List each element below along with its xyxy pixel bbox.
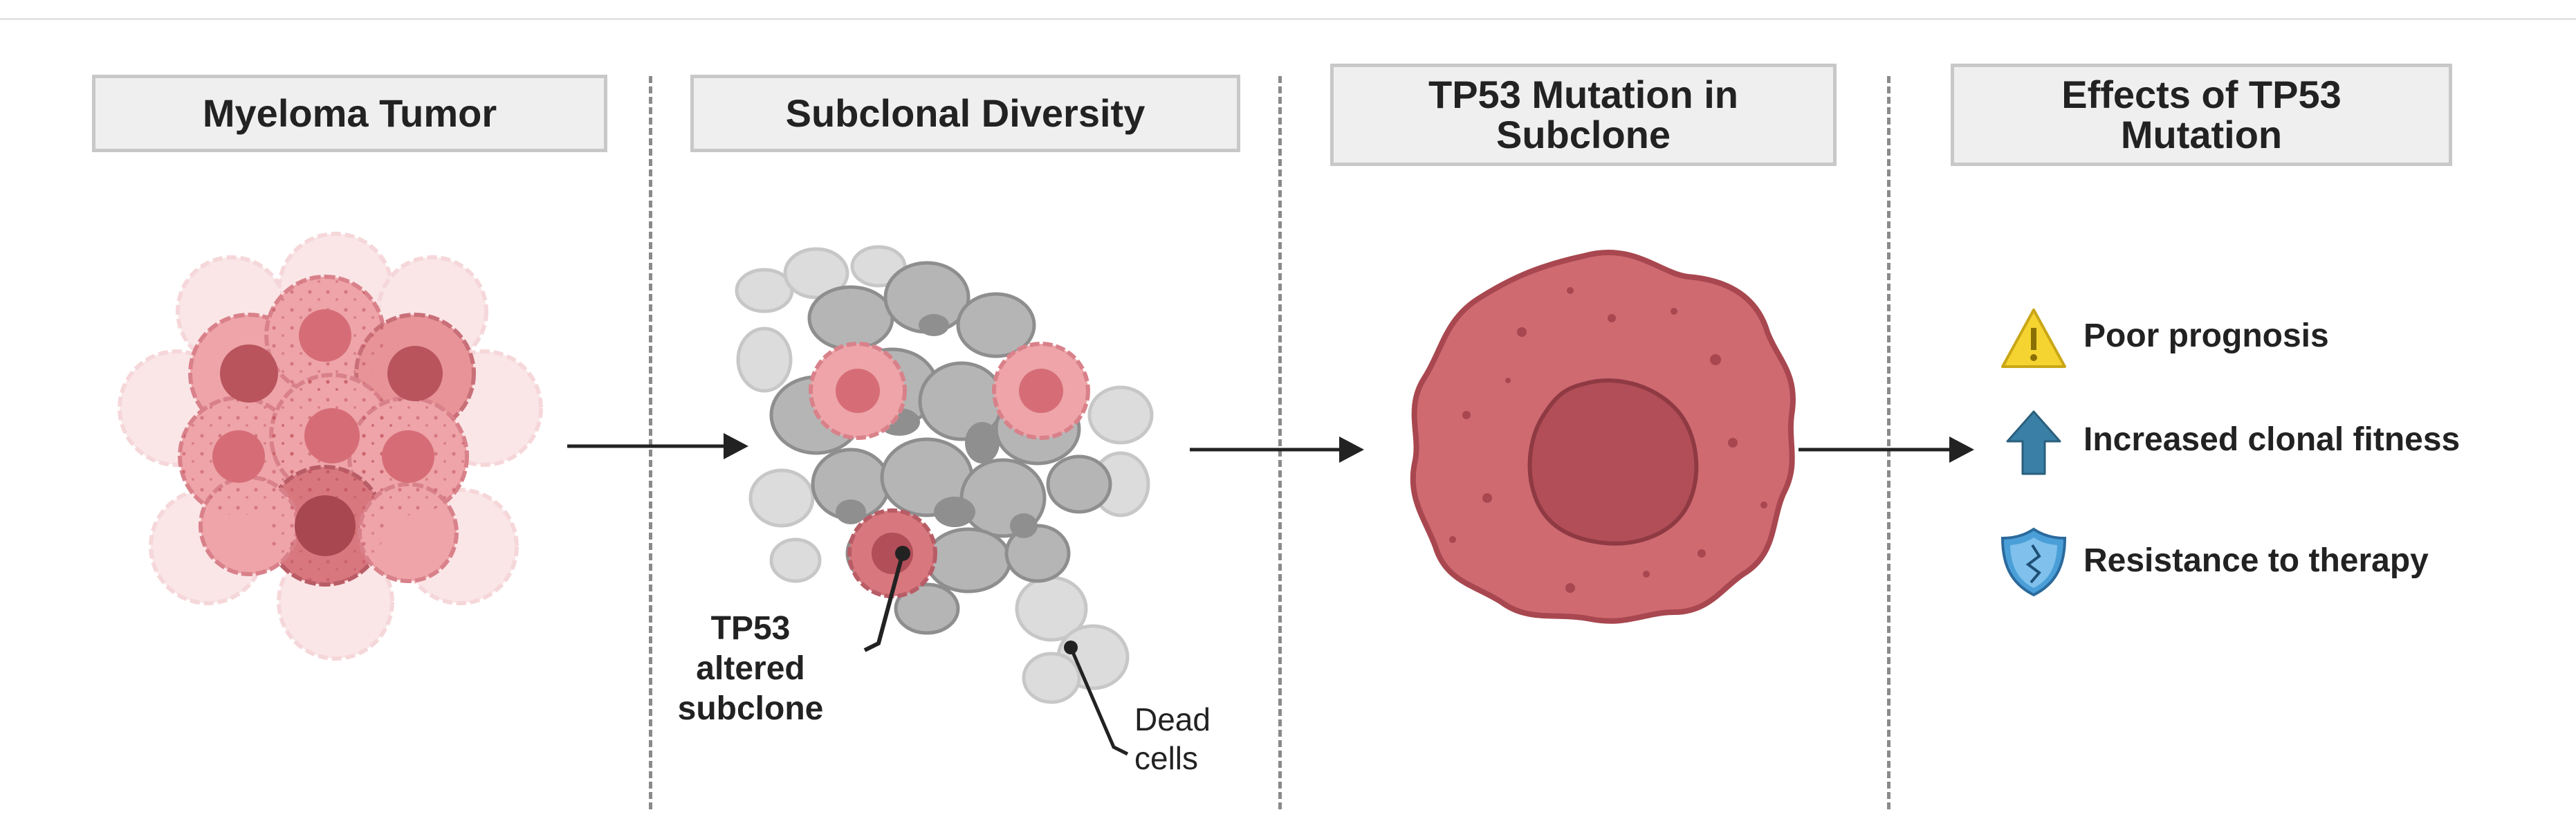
arrow-3 bbox=[1798, 436, 1974, 463]
subclone-cell-right bbox=[992, 342, 1090, 440]
tumor-cluster bbox=[118, 232, 543, 661]
panel-title-text: Subclonal Diversity bbox=[785, 91, 1146, 135]
shield-icon bbox=[2000, 527, 2067, 597]
subclonal-mass bbox=[735, 245, 1154, 704]
dead-cells-gray bbox=[769, 261, 1112, 635]
tumor-nuclei bbox=[212, 309, 443, 556]
up-arrow-icon bbox=[2006, 410, 2061, 475]
tp53-subclone-cell bbox=[847, 508, 937, 598]
effect-label: Poor prognosis bbox=[2083, 318, 2329, 354]
effect-therapy-resistance: Resistance to therapy bbox=[2083, 542, 2429, 580]
panel-title-myeloma-tumor: Myeloma Tumor bbox=[92, 75, 607, 152]
arrow-1 bbox=[567, 433, 748, 459]
panel-title-text: TP53 Mutation in Subclone bbox=[1428, 73, 1738, 156]
panel-title-effects: Effects of TP53 Mutation bbox=[1951, 64, 2452, 166]
effect-poor-prognosis: Poor prognosis bbox=[2083, 317, 2329, 355]
top-rule bbox=[0, 18, 2576, 20]
tp53-callout-line bbox=[863, 546, 910, 652]
arrow-2 bbox=[1190, 436, 1364, 463]
dead-cells-label: Dead cells bbox=[1134, 701, 1211, 776]
panel-title-text: Effects of TP53 Mutation bbox=[2061, 73, 2342, 156]
panel-divider bbox=[649, 76, 652, 809]
subclone-cell-left bbox=[809, 342, 907, 440]
dead-cells-light bbox=[735, 245, 1154, 704]
dead-cells-callout-line bbox=[1064, 641, 1129, 756]
panel-title-subclonal-diversity: Subclonal Diversity bbox=[690, 75, 1240, 152]
tp53-mutant-cell bbox=[1410, 250, 1796, 624]
effect-label: Resistance to therapy bbox=[2083, 542, 2429, 579]
panel-title-tp53-mutation: TP53 Mutation in Subclone bbox=[1330, 64, 1837, 166]
effect-label: Increased clonal fitness bbox=[2083, 421, 2460, 458]
panel-title-text: Myeloma Tumor bbox=[202, 91, 497, 135]
big-cell-nucleus bbox=[1527, 378, 1699, 546]
warning-icon bbox=[2001, 309, 2066, 368]
big-cell-spots bbox=[1449, 287, 1767, 593]
dead-cells-dark-spots bbox=[836, 314, 1038, 538]
panel-divider bbox=[1278, 76, 1282, 809]
effect-clonal-fitness: Increased clonal fitness bbox=[2083, 421, 2460, 459]
panel-divider bbox=[1887, 76, 1890, 809]
tp53-altered-label: TP53 altered subclone bbox=[677, 610, 824, 727]
